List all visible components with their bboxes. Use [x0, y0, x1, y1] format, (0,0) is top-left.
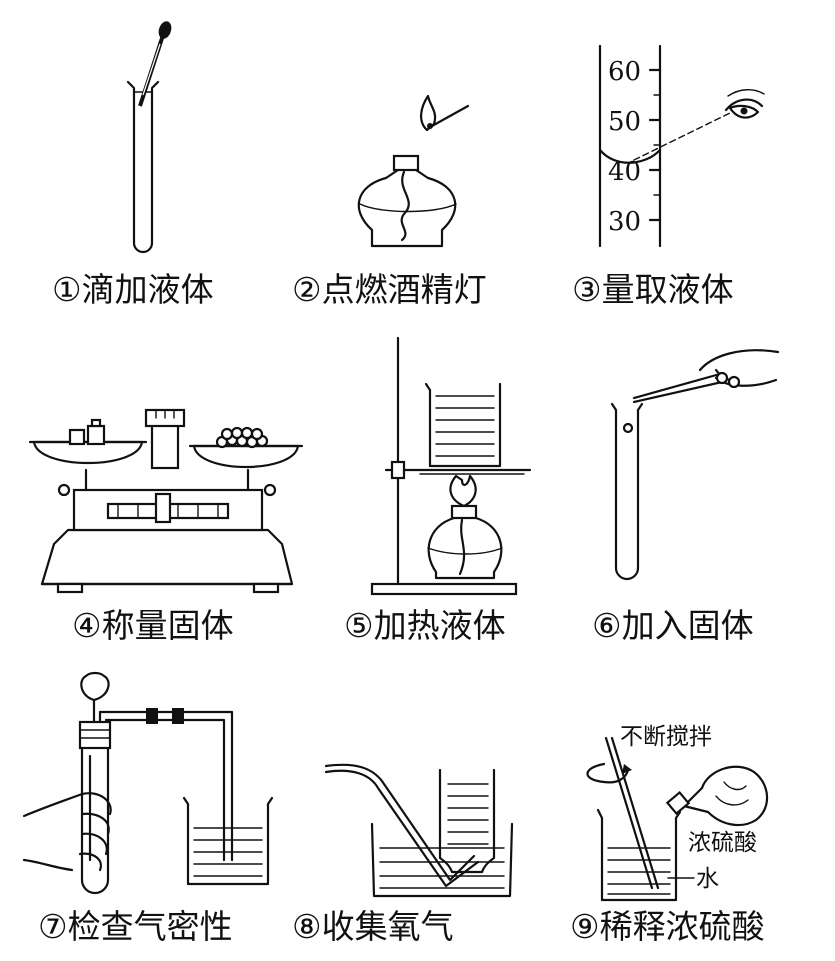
caption-panel-8: ⑧收集氧气 — [292, 907, 454, 946]
label-stir: 不断搅拌 — [620, 724, 712, 750]
test-tube-with-stopper — [78, 671, 112, 895]
alcohol-lamp — [357, 154, 457, 248]
caption-panel-4: ④称量固体 — [72, 606, 234, 645]
caption-panel-7: ⑦检查气密性 — [38, 907, 233, 946]
sight-line — [633, 111, 733, 161]
glass-rod — [604, 736, 660, 890]
caption-panel-6: ⑥加入固体 — [592, 606, 754, 645]
water-trough — [370, 822, 514, 898]
cylinder-tick-30: 30 — [608, 207, 641, 237]
beaker-water — [182, 796, 274, 886]
beaker — [424, 382, 502, 468]
gas-collecting-bottle — [438, 768, 496, 874]
panel-heating-liquid — [370, 336, 532, 596]
hand — [698, 349, 780, 389]
burning-match — [420, 94, 470, 132]
panel-dropping-liquid — [126, 21, 172, 254]
graduated-cylinder: 60 50 40 30 — [598, 44, 662, 248]
caption-panel-1: ①滴加液体 — [52, 270, 214, 309]
caption-panel-9: ⑨稀释浓硫酸 — [570, 907, 765, 946]
dropper — [138, 21, 172, 107]
iron-stand — [370, 336, 532, 596]
tweezers — [632, 372, 724, 404]
panel-weighing-solid — [28, 408, 304, 594]
acid-bottle — [665, 765, 769, 827]
cylinder-tick-40: 40 — [608, 157, 641, 187]
panel-lighting-lamp — [357, 94, 470, 248]
test-tube-upright — [610, 402, 644, 581]
caption-panel-5: ⑤加热液体 — [344, 606, 506, 645]
cylinder-tick-50: 50 — [608, 107, 641, 137]
panel-diluting-acid: 不断搅拌 浓硫酸 水 — [586, 724, 769, 902]
panel-collecting-oxygen — [324, 763, 514, 898]
panel-adding-solid — [610, 349, 780, 581]
label-acid: 浓硫酸 — [688, 830, 757, 856]
panel-checking-airtightness — [22, 671, 274, 895]
panel-measuring-liquid: 60 50 40 30 — [598, 44, 765, 248]
test-tube — [126, 80, 160, 254]
beaker-dilution — [596, 808, 682, 902]
label-water: 水 — [696, 866, 719, 892]
caption-panel-2: ②点燃酒精灯 — [292, 270, 487, 309]
balance-scale — [28, 408, 304, 594]
cylinder-tick-60: 60 — [608, 57, 641, 87]
solid-sample — [215, 426, 269, 449]
eye-icon — [724, 89, 765, 119]
hand-holding-tube — [22, 792, 112, 872]
delivery-tube-bent — [324, 763, 480, 888]
weights — [68, 418, 106, 446]
alcohol-lamp-heating — [427, 474, 503, 580]
caption-panel-3: ③量取液体 — [572, 270, 734, 309]
delivery-tube — [98, 708, 234, 862]
